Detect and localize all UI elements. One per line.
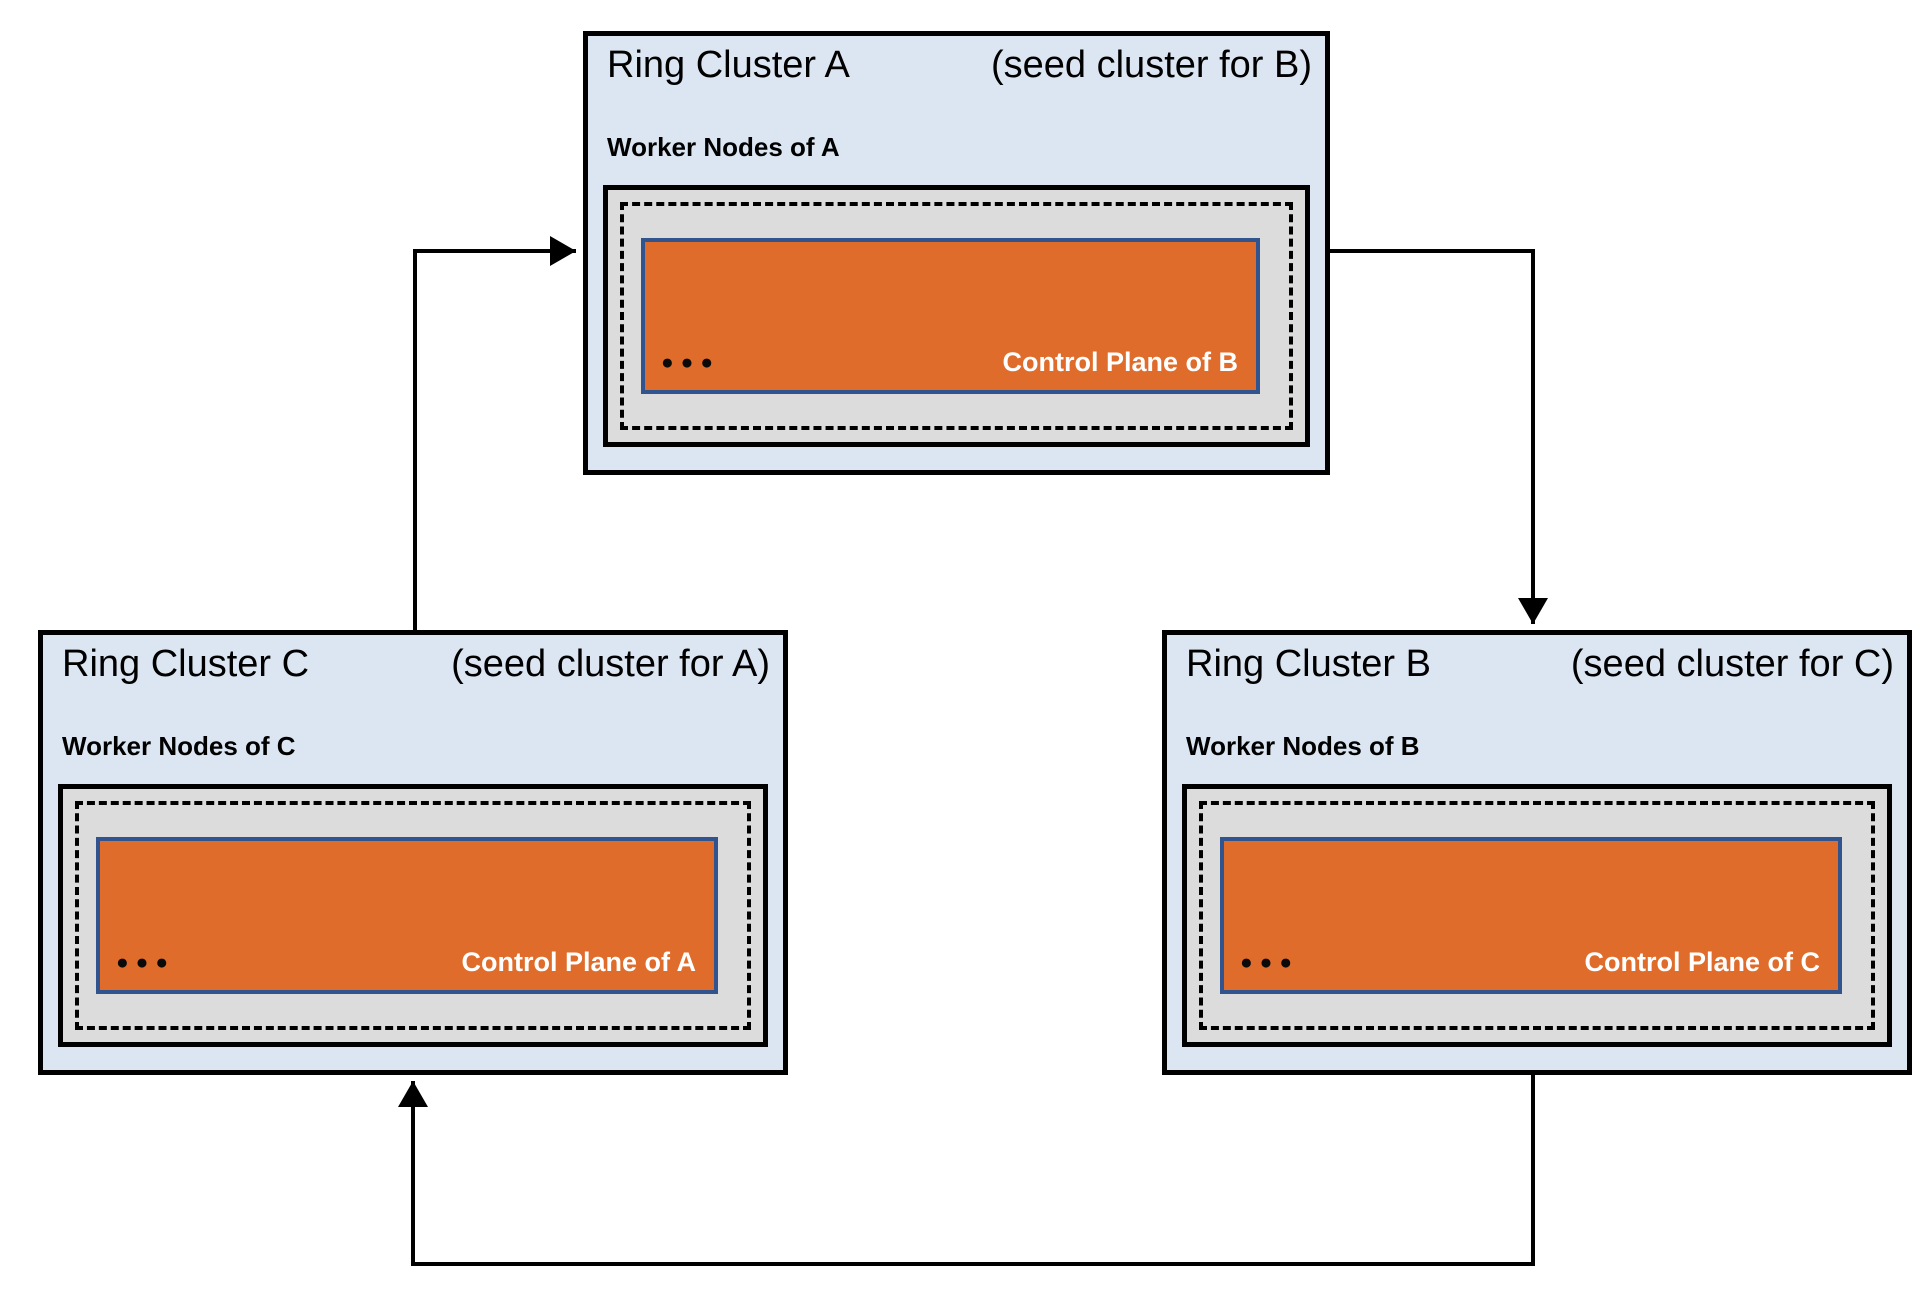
cluster-c-control-label: Control Plane of A bbox=[461, 947, 697, 977]
cluster-a-worker-label: Worker Nodes of A bbox=[607, 132, 840, 162]
cluster-c-control-plane: ●●● Control Plane of A bbox=[96, 837, 718, 994]
arrow-b-to-c bbox=[398, 1075, 1535, 1266]
cluster-b-control-row: ●●● Control Plane of C bbox=[1240, 947, 1820, 978]
cluster-b-box: Ring Cluster B (seed cluster for C) Work… bbox=[1162, 630, 1912, 1075]
cluster-a-title-row: Ring Cluster A (seed cluster for B) bbox=[607, 44, 1312, 88]
cluster-c-title-row: Ring Cluster C (seed cluster for A) bbox=[62, 643, 770, 687]
cluster-c-box: Ring Cluster C (seed cluster for A) Work… bbox=[38, 630, 788, 1075]
cluster-b-worker-area: ●●● Control Plane of C bbox=[1182, 784, 1892, 1047]
cluster-b-control-plane: ●●● Control Plane of C bbox=[1220, 837, 1842, 994]
cluster-a-worker-area: ●●● Control Plane of B bbox=[603, 185, 1310, 447]
cluster-c-title: Ring Cluster C bbox=[62, 643, 310, 685]
arrow-a-to-b bbox=[1330, 249, 1548, 624]
cluster-a-title: Ring Cluster A bbox=[607, 44, 850, 86]
cluster-a-control-plane: ●●● Control Plane of B bbox=[641, 238, 1260, 394]
more-nodes-ellipsis-icon: ●●● bbox=[1240, 951, 1300, 974]
arrow-c-to-a bbox=[413, 236, 576, 630]
cluster-c-dashed-boundary bbox=[75, 801, 751, 1030]
cluster-b-worker-label: Worker Nodes of B bbox=[1186, 731, 1420, 761]
cluster-c-seed-note: (seed cluster for A) bbox=[451, 643, 770, 685]
cluster-a-control-row: ●●● Control Plane of B bbox=[661, 347, 1238, 378]
more-nodes-ellipsis-icon: ●●● bbox=[661, 351, 721, 374]
cluster-c-control-row: ●●● Control Plane of A bbox=[116, 947, 696, 978]
cluster-c-worker-area: ●●● Control Plane of A bbox=[58, 784, 768, 1047]
more-nodes-ellipsis-icon: ●●● bbox=[116, 951, 176, 974]
cluster-b-control-label: Control Plane of C bbox=[1584, 947, 1821, 977]
cluster-b-dashed-boundary bbox=[1199, 801, 1875, 1030]
cluster-b-seed-note: (seed cluster for C) bbox=[1570, 643, 1894, 685]
cluster-a-dashed-boundary bbox=[620, 202, 1293, 430]
cluster-b-title: Ring Cluster B bbox=[1186, 643, 1431, 685]
cluster-a-control-label: Control Plane of B bbox=[1002, 347, 1239, 377]
cluster-b-title-row: Ring Cluster B (seed cluster for C) bbox=[1186, 643, 1894, 687]
cluster-a-box: Ring Cluster A (seed cluster for B) Work… bbox=[583, 31, 1330, 475]
cluster-c-worker-label: Worker Nodes of C bbox=[62, 731, 296, 761]
cluster-a-seed-note: (seed cluster for B) bbox=[991, 44, 1312, 86]
